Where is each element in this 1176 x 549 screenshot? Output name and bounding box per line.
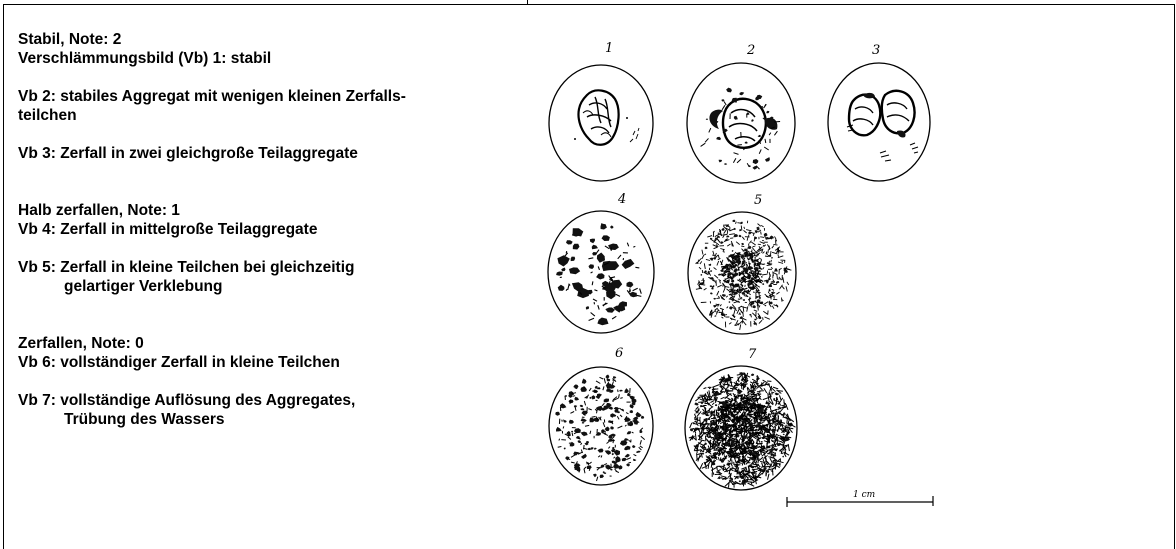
collapsed-header: Zerfallen, Note: 0 [18, 334, 538, 353]
half-header: Halb zerfallen, Note: 1 [18, 201, 538, 220]
scale-bar: 1 cm [787, 490, 933, 507]
dish-label-2: 2 [746, 43, 755, 58]
vb4-fragments [556, 223, 641, 325]
vb7-description-line1: Vb 7: vollständige Auflösung des Aggrega… [18, 391, 538, 410]
vb5-particles [696, 220, 792, 330]
vb4-description: Vb 4: Zerfall in mittelgroße Teilaggrega… [18, 220, 538, 239]
vb1-description: Verschlämmungsbild (Vb) 1: stabil [18, 49, 538, 68]
dish-4 [548, 211, 654, 333]
dish-label-6: 6 [615, 346, 623, 361]
vb2-description-line1: Vb 2: stabiles Aggregat mit wenigen klei… [18, 87, 538, 106]
dish-label-5: 5 [754, 193, 762, 208]
slaking-figure: 1 2 3 4 5 6 7 [535, 35, 967, 517]
vb6-particles [555, 375, 645, 482]
vb2-aggregate [709, 99, 777, 148]
vb2-description-line2: teilchen [18, 106, 538, 125]
vb1-aggregate [574, 90, 639, 144]
dish-label-1: 1 [605, 41, 613, 56]
vb7-turbidity [689, 372, 796, 488]
top-divider-tick [527, 0, 528, 5]
scale-label: 1 cm [853, 490, 875, 500]
legend-text: Stabil, Note: 2 Verschlämmungsbild (Vb) … [18, 30, 538, 429]
vb5-description-line2: gelartiger Verklebung [18, 277, 538, 296]
dish-drawings: 1 2 3 4 5 6 7 [535, 35, 967, 517]
vb6-description: Vb 6: vollständiger Zerfall in kleine Te… [18, 353, 538, 372]
vb7-description-line2: Trübung des Wassers [18, 410, 538, 429]
vb5-description-line1: Vb 5: Zerfall in kleine Teilchen bei gle… [18, 258, 538, 277]
dish-label-4: 4 [617, 192, 626, 207]
dish-label-3: 3 [872, 43, 880, 58]
dish-label-7: 7 [748, 347, 757, 362]
vb3-description: Vb 3: Zerfall in zwei gleichgroße Teilag… [18, 144, 538, 163]
vb3-aggregates [847, 91, 918, 161]
stable-header: Stabil, Note: 2 [18, 30, 538, 49]
